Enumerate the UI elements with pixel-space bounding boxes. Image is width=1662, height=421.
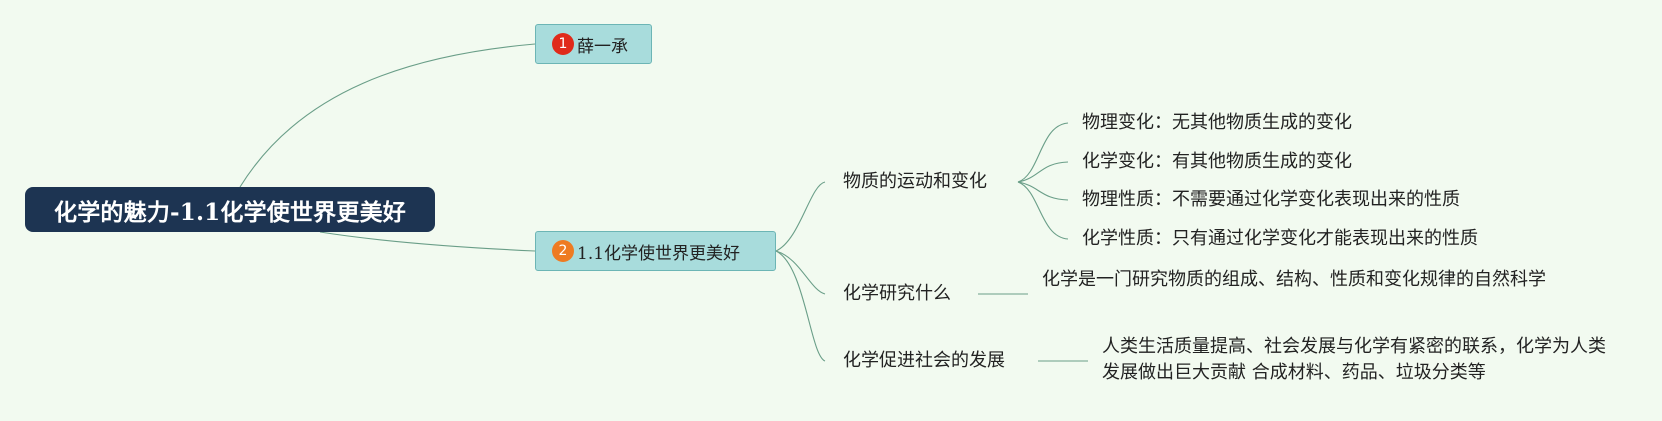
edge-topic2-to-branch-3 <box>775 250 826 362</box>
leaf-chemical-property[interactable]: 化学性质：只有通过化学变化才能表现出来的性质 <box>1082 228 1478 249</box>
leaf-physical-change[interactable]: 物理变化：无其他物质生成的变化 <box>1082 112 1352 133</box>
branch-matter-change[interactable]: 物质的运动和变化 <box>843 171 987 192</box>
priority-2-badge-icon: 2 <box>552 240 574 262</box>
branch-what-chemistry-studies[interactable]: 化学研究什么 <box>843 283 951 304</box>
priority-1-badge-icon: 1 <box>552 33 574 55</box>
edge-topic2-to-branch-2 <box>775 250 826 295</box>
topic-author[interactable]: 1 薛一承 <box>535 24 652 64</box>
topic-lesson[interactable]: 2 1.1化学使世界更美好 <box>535 231 776 271</box>
root-topic-label: 化学的魅力-1.1化学使世界更美好 <box>54 198 406 226</box>
leaf-physical-property[interactable]: 物理性质：不需要通过化学变化表现出来的性质 <box>1082 189 1460 210</box>
edge-root-to-topic-1 <box>239 43 536 188</box>
edge-root-to-topic-2 <box>319 231 536 252</box>
edge-branch1-to-leaf-1 <box>1017 122 1069 183</box>
edge-topic2-to-branch-1 <box>775 181 826 252</box>
branch-society-development[interactable]: 化学促进社会的发展 <box>843 350 1005 371</box>
root-topic[interactable]: 化学的魅力-1.1化学使世界更美好 <box>25 187 435 232</box>
leaf-chemistry-definition[interactable]: 化学是一门研究物质的组成、结构、性质和变化规律的自然科学 <box>1042 269 1546 290</box>
edge-branch1-to-leaf-4 <box>1017 181 1069 240</box>
edge-branch1-to-leaf-2 <box>1017 161 1069 183</box>
topic-lesson-label: 1.1化学使世界更美好 <box>577 243 741 264</box>
leaf-chemical-change[interactable]: 化学变化：有其他物质生成的变化 <box>1082 151 1352 172</box>
leaf-society-contribution[interactable]: 人类生活质量提高、社会发展与化学有紧密的联系，化学为人类发展做出巨大贡献 合成材… <box>1102 336 1606 384</box>
topic-author-label: 薛一承 <box>577 36 628 57</box>
edge-branch1-to-leaf-3 <box>1017 181 1069 201</box>
